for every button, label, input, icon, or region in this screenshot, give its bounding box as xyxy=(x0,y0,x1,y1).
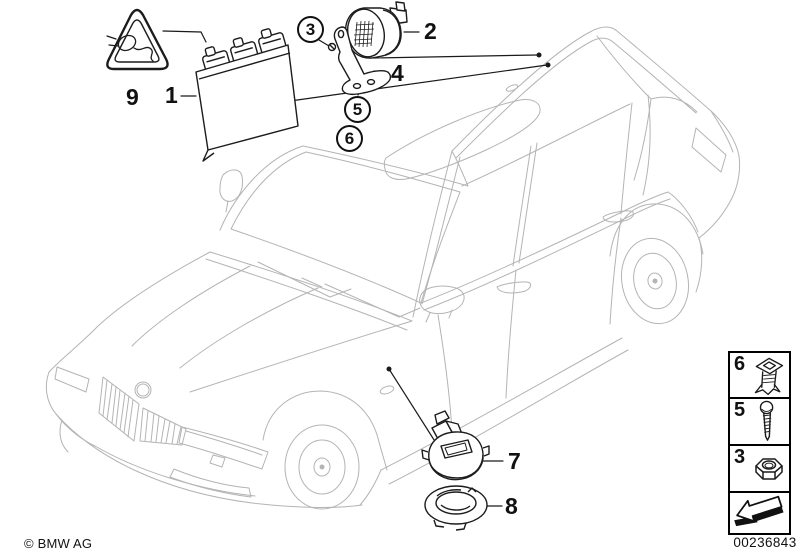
callout-6-circled[interactable]: 6 xyxy=(336,125,363,152)
panel-item-3-label: 3 xyxy=(734,446,746,468)
power-plug-warning-icon xyxy=(106,8,169,71)
callout-9[interactable]: 9 xyxy=(126,84,139,110)
panel-continue-arrow[interactable] xyxy=(730,493,789,533)
fastener-panel: 6 5 xyxy=(728,351,791,535)
siren-grille xyxy=(353,20,375,48)
part-3-screw[interactable] xyxy=(327,42,337,52)
callout-1[interactable]: 1 xyxy=(165,82,178,108)
part-8-mounting-ring[interactable] xyxy=(424,485,488,531)
panel-item-5-label: 5 xyxy=(734,399,746,421)
car-line-art xyxy=(45,26,741,510)
page-continue-arrow-icon xyxy=(734,495,784,527)
copyright-text: © BMW AG xyxy=(24,536,93,551)
callout-5-circled[interactable]: 5 xyxy=(344,96,371,123)
part-4-bracket[interactable] xyxy=(327,26,392,96)
expansion-rivet-icon xyxy=(754,357,784,396)
callout-4[interactable]: 4 xyxy=(391,60,404,86)
leader-3 xyxy=(318,39,330,47)
panel-item-3[interactable]: 3 xyxy=(730,446,789,493)
part-1-control-module[interactable] xyxy=(195,25,299,162)
callout-7[interactable]: 7 xyxy=(508,448,521,474)
part-7-pdc-sensor[interactable] xyxy=(421,410,490,481)
leader-triangle-to-module xyxy=(162,30,207,43)
leader-roof-a xyxy=(372,54,538,59)
callout-3-circled[interactable]: 3 xyxy=(297,16,324,43)
part-2-siren[interactable] xyxy=(343,1,408,64)
panel-item-6[interactable]: 6 xyxy=(730,353,789,399)
callout-2[interactable]: 2 xyxy=(424,18,437,44)
hex-nut-icon xyxy=(755,458,783,480)
leader-7-to-body xyxy=(388,368,437,444)
callout-8[interactable]: 8 xyxy=(505,493,518,519)
leader-roof-b xyxy=(282,64,548,103)
panel-item-5[interactable]: 5 xyxy=(730,399,789,446)
panel-item-6-label: 6 xyxy=(734,353,746,375)
self-tapping-screw-icon xyxy=(759,400,774,441)
diagram-number: 00236843 xyxy=(733,535,797,550)
